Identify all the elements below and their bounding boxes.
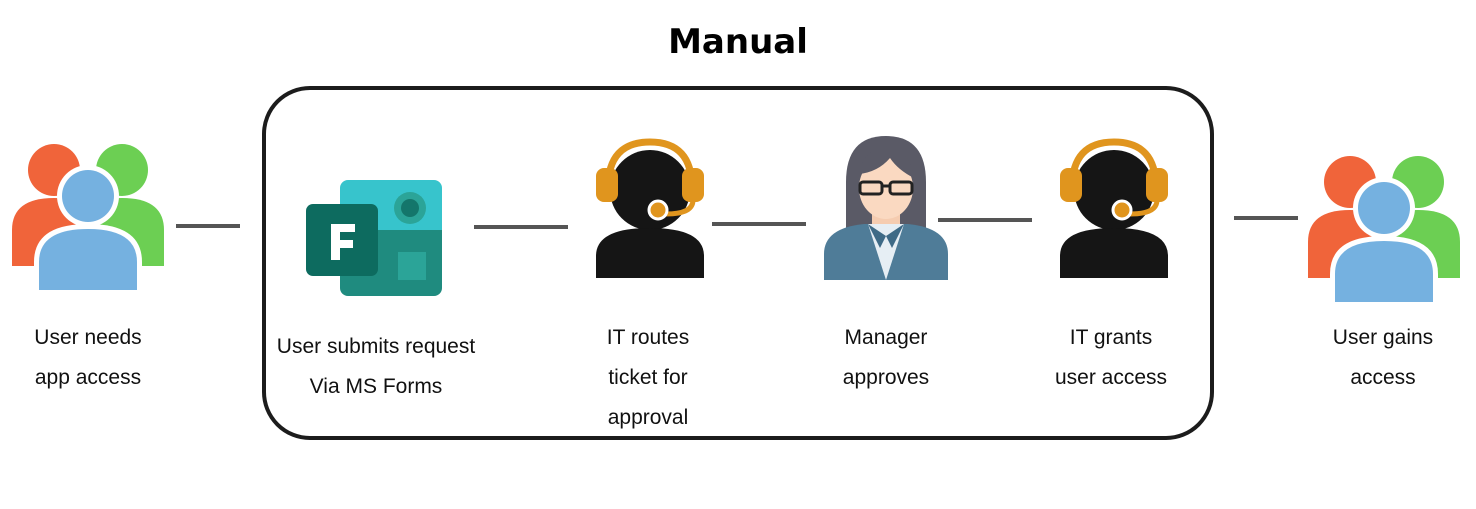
label-line: Manager (844, 326, 928, 349)
it-support-headset-icon (596, 138, 704, 278)
user-group-icon (1308, 156, 1460, 306)
label-line: IT routes (606, 326, 690, 349)
label-line: IT grants (1069, 326, 1153, 349)
label-line: User gains (1332, 326, 1434, 349)
label-line: approval (607, 406, 689, 429)
connector-line (1234, 216, 1298, 220)
step-label-it-routes: IT routes ticket for approval (528, 318, 768, 438)
step-label-manager-approves: Manager approves (766, 318, 1006, 398)
connector-line (474, 225, 568, 229)
connector-line (938, 218, 1032, 222)
step-label-user-gains: User gains access (1263, 318, 1476, 398)
label-line: ticket for (608, 366, 688, 389)
label-line: user access (1054, 366, 1168, 389)
ms-forms-icon (306, 180, 442, 296)
manual-process-frame (262, 86, 1214, 440)
connector-line (176, 224, 240, 228)
step-label-it-grants: IT grants user access (991, 318, 1231, 398)
step-label-user-submits: User submits request Via MS Forms (256, 327, 496, 407)
label-line: approves (842, 366, 930, 389)
step-label-user-needs: User needs app access (0, 318, 208, 398)
connector-line (712, 222, 806, 226)
label-line: User needs (34, 326, 142, 349)
user-group-icon (12, 144, 164, 294)
label-line: app access (34, 366, 142, 389)
manager-avatar-icon (824, 136, 948, 280)
label-line: Via MS Forms (309, 375, 443, 398)
label-line: User submits request (276, 335, 476, 358)
label-line: access (1350, 366, 1416, 389)
diagram-title: Manual (668, 22, 808, 62)
it-support-headset-icon (1060, 138, 1168, 278)
